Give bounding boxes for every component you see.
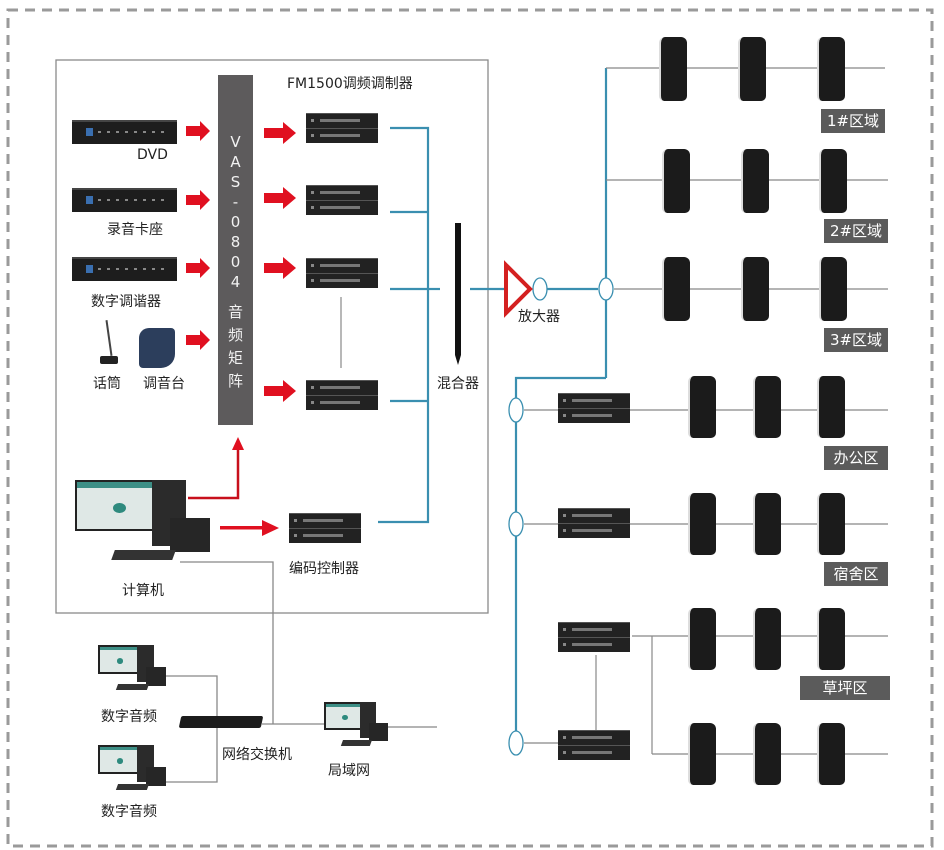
arrows-computer [188,437,279,536]
arrows-out [264,122,296,402]
zone-tag-3: 3#区域 [824,328,888,352]
matrix-char: 0 [230,253,241,271]
digital-tuner-device [72,257,177,281]
speaker [688,493,716,555]
speaker [817,376,845,438]
matrix-char: 4 [230,273,241,291]
mixing-console-label: 调音台 [143,376,185,392]
computer-icon [75,480,210,565]
encoder-controller [289,513,361,543]
audio-matrix: V A S - 0 8 0 4 音 频 矩 阵 [218,75,253,425]
workstation-1-label: 数字音频 [101,709,157,725]
zone-tag-dorm: 宿舍区 [824,562,888,586]
encoder-controller-label: 编码控制器 [289,561,359,577]
amplifier-label: 放大器 [518,309,560,325]
amplifier-icon [504,260,533,318]
microphone-icon [98,320,120,366]
network-switch-icon [178,716,264,728]
speaker [753,723,781,785]
speaker [659,37,687,101]
fm-modulator-1 [306,113,378,143]
speaker [817,723,845,785]
outer-dashed-border [6,8,934,848]
speaker [688,723,716,785]
matrix-char: 音 [227,303,243,321]
speaker [819,257,847,321]
zone-tag-1: 1#区域 [821,109,885,133]
computer-label: 计算机 [122,583,164,599]
fm-modulator-4 [306,380,378,410]
speaker [662,257,690,321]
zone-amplifier-lawn-1 [558,622,630,652]
speaker [817,493,845,555]
matrix-char: A [230,153,241,171]
network-switch-label: 网络交换机 [222,747,292,763]
matrix-char: 阵 [227,372,243,390]
speaker [817,37,845,101]
couplers [508,277,614,756]
matrix-char: 矩 [227,349,243,367]
matrix-char: V [230,133,241,151]
zone-amplifier-dorm [558,508,630,538]
arrows-in [186,121,210,350]
digital-tuner-label: 数字调谐器 [91,294,161,310]
lan-label: 局域网 [328,763,370,779]
microphone-label: 话筒 [93,376,121,392]
speaker [662,149,690,213]
mixer-icon [455,223,461,365]
zone-amplifier-office [558,393,630,423]
lan-computer-icon [324,702,388,748]
matrix-char: 8 [230,233,241,251]
dvd-device [72,120,177,144]
network-lines [165,561,437,783]
speaker [753,608,781,670]
fm-modulator-3 [306,258,378,288]
modulator-bus [378,68,608,748]
speaker [741,149,769,213]
speaker [688,608,716,670]
matrix-char: 0 [230,213,241,231]
mixing-console-icon [139,328,175,368]
workstation-1-icon [98,645,166,693]
speaker [741,257,769,321]
workstation-2-icon [98,745,166,793]
zone-tag-lawn: 草坪区 [800,676,890,700]
speaker [819,149,847,213]
headend-box [55,59,489,614]
zone-tag-2: 2#区域 [824,219,888,243]
fm-modulator-2 [306,185,378,215]
matrix-char: 频 [227,326,243,344]
matrix-char: - [232,193,239,211]
modulator-group-title: FM1500调频调制器 [287,76,413,92]
cassette-deck-label: 录音卡座 [107,222,163,238]
matrix-char: S [230,173,241,191]
workstation-2-label: 数字音频 [101,804,157,820]
speaker [817,608,845,670]
speaker [753,376,781,438]
cassette-deck-device [72,188,177,212]
speaker [738,37,766,101]
mixer-label: 混合器 [437,376,479,392]
zone-amplifier-lawn-2 [558,730,630,760]
speaker [753,493,781,555]
dvd-label: DVD [137,147,168,163]
speaker [688,376,716,438]
zone-tag-office: 办公区 [824,446,888,470]
